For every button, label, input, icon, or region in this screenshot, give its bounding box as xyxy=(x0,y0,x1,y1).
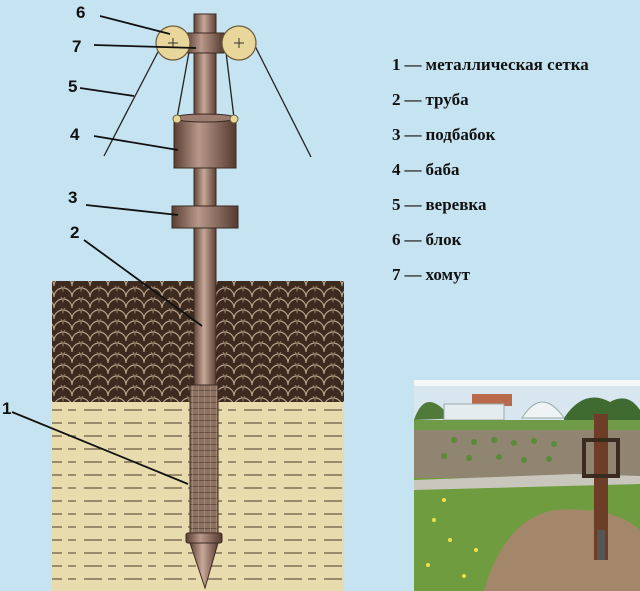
legend-item-pulley: 6—блок xyxy=(392,227,589,262)
legend-dash: — xyxy=(405,122,422,148)
legend-number: 2 xyxy=(392,87,401,113)
legend-label: подбабок xyxy=(426,122,496,148)
legend-item-rope: 5—веревка xyxy=(392,192,589,227)
legend-dash: — xyxy=(405,157,422,183)
legend-number: 4 xyxy=(392,157,401,183)
garden-photo xyxy=(414,380,640,591)
legend-item-anvil: 3—подбабок xyxy=(392,122,589,157)
callout-6: 6 xyxy=(76,3,85,22)
legend-item-pipe: 2—труба xyxy=(392,87,589,122)
weight-ring-right xyxy=(230,115,238,123)
legend-number: 1 xyxy=(392,52,401,78)
legend-dash: — xyxy=(405,192,422,218)
callout-4: 4 xyxy=(70,125,80,144)
legend-item-clamp: 7—хомут xyxy=(392,262,589,297)
driving-weight xyxy=(174,118,236,168)
pulley-right xyxy=(222,26,256,60)
anvil-collar xyxy=(172,206,238,228)
legend-label: металлическая сетка xyxy=(426,52,589,78)
weight-ring-left xyxy=(173,115,181,123)
legend-dash: — xyxy=(405,227,422,253)
legend-dash: — xyxy=(405,52,422,78)
legend-label: баба xyxy=(426,157,460,183)
tip-collar xyxy=(186,533,222,543)
legend-item-weight: 4—баба xyxy=(392,157,589,192)
legend-item-mesh: 1—металлическая сетка xyxy=(392,52,589,87)
metal-mesh-filter xyxy=(190,385,218,535)
legend-label: блок xyxy=(426,227,462,253)
legend: 1—металлическая сетка 2—труба 3—подбабок… xyxy=(392,52,589,297)
legend-number: 7 xyxy=(392,262,401,288)
callout-3: 3 xyxy=(68,188,77,207)
callout-2: 2 xyxy=(70,223,79,242)
callout-1: 1 xyxy=(2,399,11,418)
callout-7: 7 xyxy=(72,37,81,56)
legend-label: труба xyxy=(426,87,469,113)
legend-dash: — xyxy=(405,87,422,113)
legend-dash: — xyxy=(405,262,422,288)
legend-number: 6 xyxy=(392,227,401,253)
clamp xyxy=(186,33,224,53)
legend-number: 5 xyxy=(392,192,401,218)
legend-label: хомут xyxy=(426,262,470,288)
callout-5: 5 xyxy=(68,77,77,96)
legend-number: 3 xyxy=(392,122,401,148)
legend-label: веревка xyxy=(426,192,487,218)
